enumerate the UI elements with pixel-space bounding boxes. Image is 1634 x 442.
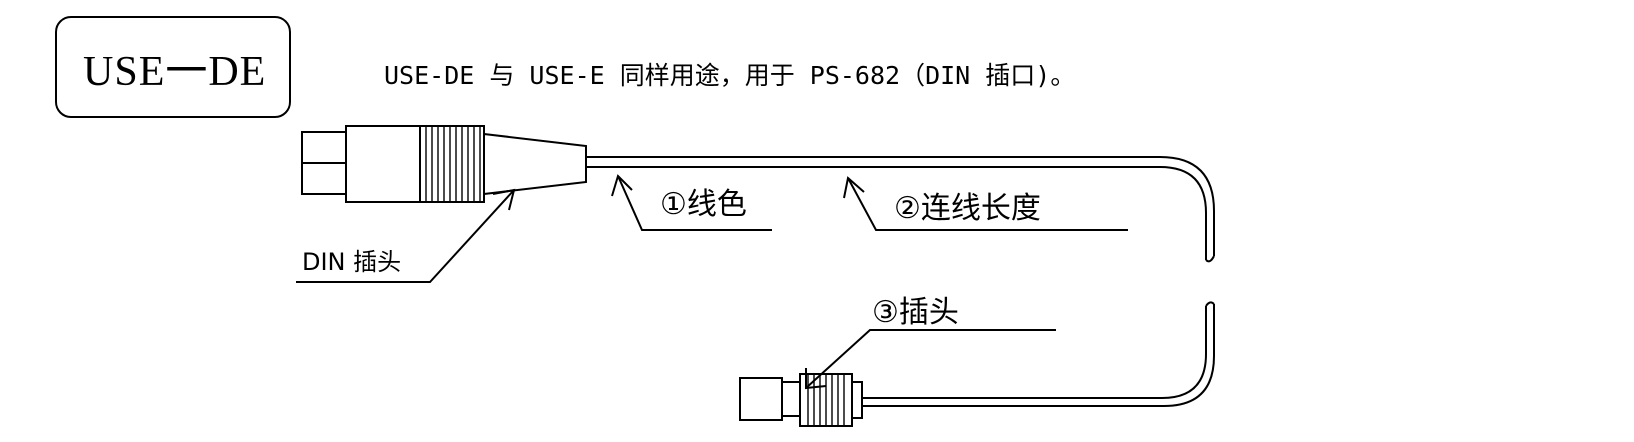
description-text: USE-DE 与 USE-E 同样用途，用于 PS-682（DIN 插口)。 bbox=[384, 61, 1076, 90]
din-plug-label: DIN 插头 bbox=[302, 248, 401, 276]
leader-wire-color bbox=[611, 174, 772, 231]
leader-wire-length bbox=[843, 176, 1128, 231]
leader-din-plug bbox=[296, 188, 516, 283]
din-plug-drawing bbox=[301, 125, 587, 203]
cable-drawing bbox=[586, 156, 1215, 407]
plug-label: ③插头 bbox=[872, 295, 959, 330]
leader-plug bbox=[805, 329, 1056, 390]
wire-color-label: ①线色 bbox=[660, 187, 747, 222]
wire-length-label: ②连线长度 bbox=[894, 191, 1041, 226]
model-title: USE一DE bbox=[83, 48, 267, 95]
model-title-box: USE一DE bbox=[55, 16, 291, 118]
small-plug-drawing bbox=[739, 373, 863, 427]
